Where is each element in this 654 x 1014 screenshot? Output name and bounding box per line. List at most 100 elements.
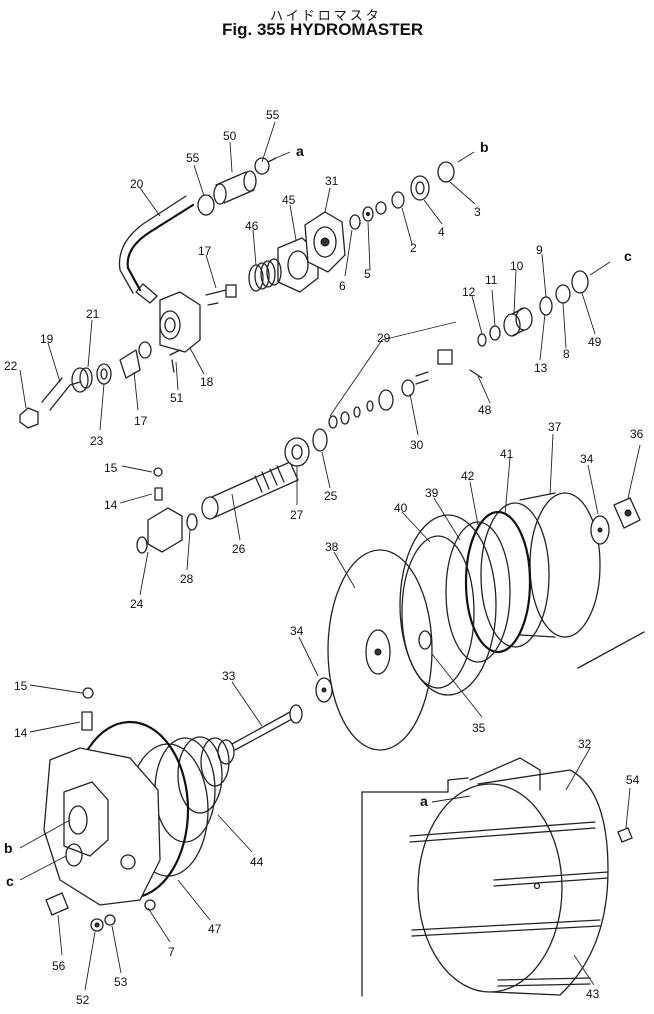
rear-housing-part-32 (361, 757, 609, 997)
diaphragm-part-38 (327, 549, 433, 751)
ref-b: b (480, 139, 489, 155)
label-43: 43 (586, 987, 600, 1001)
stud-bolts-part-43 (409, 821, 609, 987)
o-ring-part-49 (571, 270, 589, 294)
check-valve-part-29 (328, 349, 453, 429)
label-55: 55 (266, 108, 280, 122)
label-52: 52 (76, 993, 90, 1007)
cover-part-31 (304, 211, 346, 273)
seal-part-42 (464, 510, 532, 654)
label-31: 31 (325, 174, 339, 188)
cylinder-shell-part-37 (519, 492, 601, 638)
push-rod-part-33 (231, 704, 303, 751)
nut-part-2 (375, 191, 405, 215)
spring-part-46 (248, 258, 282, 292)
label-23: 23 (90, 434, 104, 448)
figure-title: Fig. 355 HYDROMASTER (222, 20, 424, 39)
label-56: 56 (52, 959, 66, 973)
label-54: 54 (626, 773, 640, 787)
label-55: 55 (186, 151, 200, 165)
label-48: 48 (478, 403, 492, 417)
o-ring-part-6 (349, 214, 361, 230)
part-number-labels: 55 50 55 20 31 45 46 17 6 5 2 4 3 21 19 … (4, 108, 644, 1007)
ring-part-28 (186, 513, 198, 531)
ref-a: a (296, 143, 304, 159)
label-38: 38 (325, 540, 339, 554)
label-39: 39 (425, 486, 439, 500)
plug-part-56 (45, 892, 69, 916)
valve-body-part-18 (159, 291, 201, 353)
label-45: 45 (282, 193, 296, 207)
gasket-part-45 (277, 237, 319, 293)
fitting-part-17 (119, 341, 152, 379)
label-21: 21 (86, 307, 100, 321)
ring-part-25 (312, 428, 328, 452)
label-8: 8 (563, 347, 570, 361)
label-47: 47 (208, 922, 222, 936)
label-34: 34 (580, 452, 594, 466)
label-49: 49 (588, 335, 602, 349)
label-25: 25 (324, 489, 338, 503)
label-29: 29 (377, 331, 391, 345)
label-35: 35 (472, 721, 486, 735)
gear-ring-part-40 (399, 514, 497, 696)
label-46: 46 (245, 219, 259, 233)
ring-part-21 (79, 367, 93, 389)
plug-part-4 (410, 175, 430, 201)
label-33: 33 (222, 669, 236, 683)
hose-part-20 (118, 195, 195, 304)
label-14: 14 (104, 498, 118, 512)
cup-part-39 (445, 521, 511, 663)
front-housing-part-7 (43, 747, 161, 911)
ring-part-41 (480, 502, 550, 648)
nut-part-27 (284, 437, 310, 467)
ref-c: c (6, 873, 14, 889)
label-2: 2 (410, 241, 417, 255)
clamp-part-55 (197, 157, 277, 216)
bracket-line (577, 631, 645, 669)
label-41: 41 (500, 447, 514, 461)
nipple-part-14b (81, 711, 93, 731)
nut-part-8 (555, 284, 571, 304)
label-18: 18 (200, 375, 214, 389)
ring-part-35 (418, 630, 432, 650)
reference-letters: a b c a b c (4, 139, 632, 889)
label-50: 50 (223, 129, 237, 143)
title-japanese: ハイドロマスタ (270, 9, 382, 24)
label-20: 20 (130, 177, 144, 191)
tube-part-50 (213, 170, 257, 205)
label-5: 5 (364, 267, 371, 281)
label-9: 9 (536, 243, 543, 257)
label-44: 44 (250, 855, 264, 869)
label-7: 7 (168, 945, 175, 959)
nut-part-52 (90, 918, 104, 932)
label-32: 32 (578, 737, 592, 751)
label-15: 15 (14, 679, 28, 693)
label-34: 34 (290, 624, 304, 638)
label-42: 42 (461, 469, 475, 483)
label-15: 15 (104, 461, 118, 475)
label-30: 30 (410, 438, 424, 452)
label-10: 10 (510, 259, 524, 273)
label-17: 17 (134, 414, 148, 428)
o-ring-part-12 (477, 333, 487, 347)
label-22: 22 (4, 359, 18, 373)
label-14: 14 (14, 726, 28, 740)
label-13: 13 (534, 361, 548, 375)
label-26: 26 (232, 542, 246, 556)
nipple-part-14 (154, 487, 163, 501)
washer-part-53 (104, 914, 116, 926)
ring-part-11 (489, 325, 501, 341)
ref-b: b (4, 840, 13, 856)
washer-part-34 (590, 515, 610, 545)
label-24: 24 (130, 597, 144, 611)
nut-part-23 (96, 363, 112, 385)
nut-part-54 (617, 827, 633, 843)
elbow-part-19 (41, 367, 89, 411)
ref-a: a (420, 793, 428, 809)
label-28: 28 (180, 572, 194, 586)
label-4: 4 (438, 225, 445, 239)
label-36: 36 (630, 427, 644, 441)
